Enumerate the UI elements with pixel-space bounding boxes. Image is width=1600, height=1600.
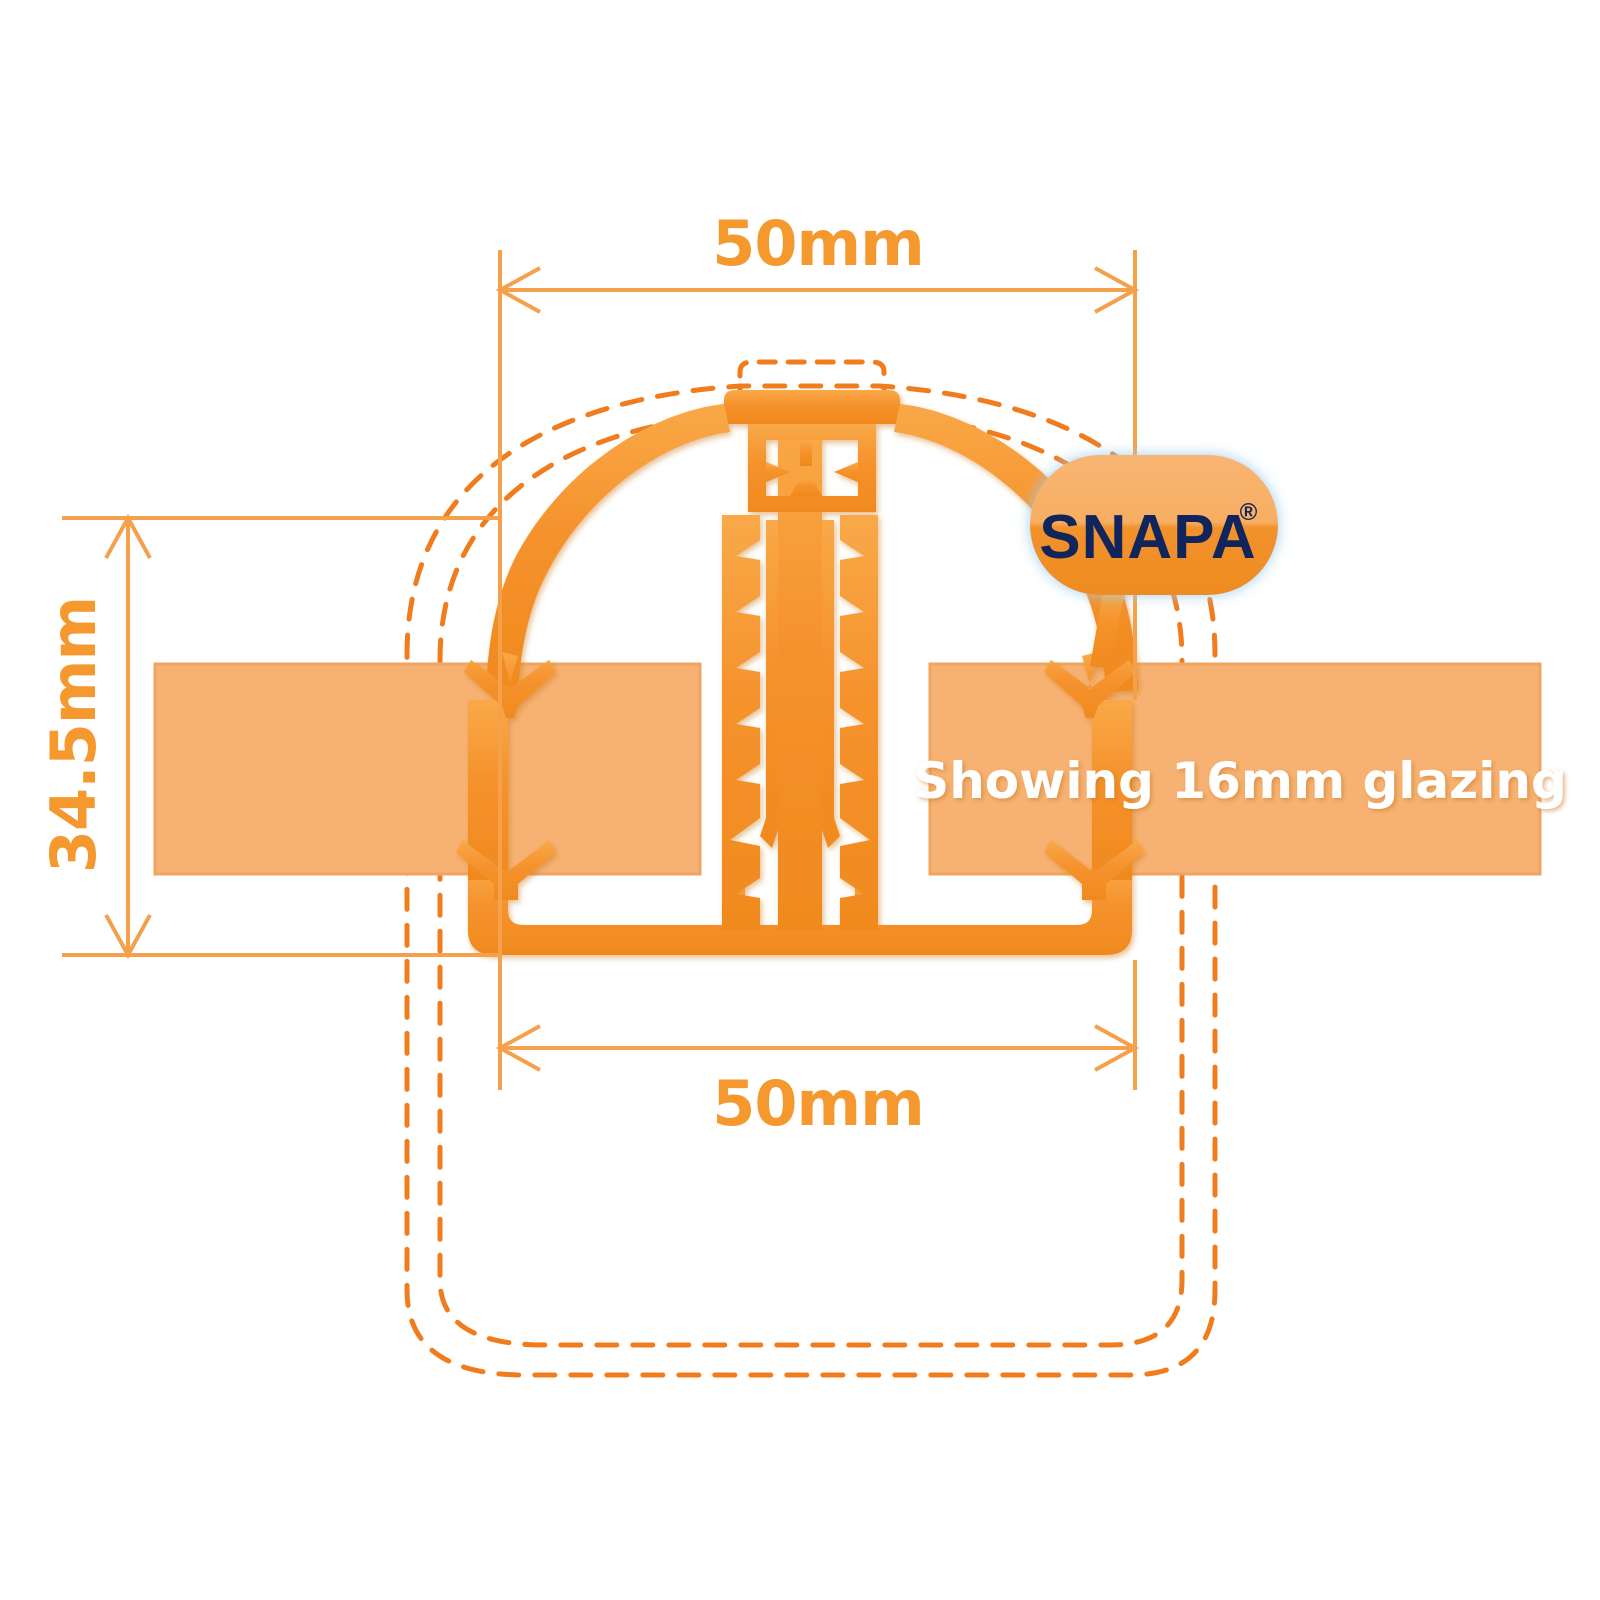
arrowhead-top-left: [495, 266, 541, 314]
profile-central-web: [778, 420, 822, 930]
glazing-panels-group: [153, 662, 1542, 876]
arrowhead-height-bottom: [104, 914, 152, 960]
logo-wordmark: SNAPA: [1039, 503, 1256, 572]
profile-right-inner-blade: [822, 520, 840, 848]
dimension-label-bottom: 50mm: [712, 1067, 924, 1140]
arrowhead-height-top: [104, 513, 152, 559]
gasket-fin-right-lower: [1044, 840, 1144, 900]
arrowhead-bottom-left: [495, 1024, 541, 1072]
arrowhead-bottom-right: [1094, 1024, 1140, 1072]
profile-left-channel-outer-wall: [722, 515, 760, 930]
glazing-panel-left: [153, 662, 702, 876]
profile-right-outer-leg: [1092, 700, 1132, 880]
screw-channel-barbs: [766, 440, 858, 496]
logo-leader-stem: [1090, 586, 1126, 668]
snapa-logo[interactable]: SNAPA ®: [1030, 455, 1278, 595]
gasket-fin-right-upper: [1044, 652, 1136, 718]
dimension-label-top: 50mm: [712, 207, 924, 280]
logo-badge-shape: [1030, 455, 1278, 595]
gasket-fin-left-lower: [456, 840, 556, 900]
glazing-note-label: Showing 16mm glazing: [913, 752, 1567, 810]
dashed-outline-outer: [404, 383, 1218, 1378]
profile-screw-boss-housing: [748, 424, 876, 512]
profile-right-channel-outer-wall: [840, 515, 878, 930]
profile-left-inner-blade: [760, 520, 778, 848]
dimension-lines-group: [62, 250, 1140, 1090]
arrowhead-top-right: [1094, 266, 1140, 314]
logo-registered-mark: ®: [1240, 499, 1259, 526]
dimension-label-height: 34.5mm: [37, 597, 110, 873]
profile-top-deck: [724, 390, 900, 424]
gasket-fin-left-upper: [464, 652, 556, 718]
glazing-panel-right: [928, 662, 1542, 876]
profile-base-plate: [468, 866, 1132, 955]
dashed-cap-outline: [737, 359, 887, 408]
